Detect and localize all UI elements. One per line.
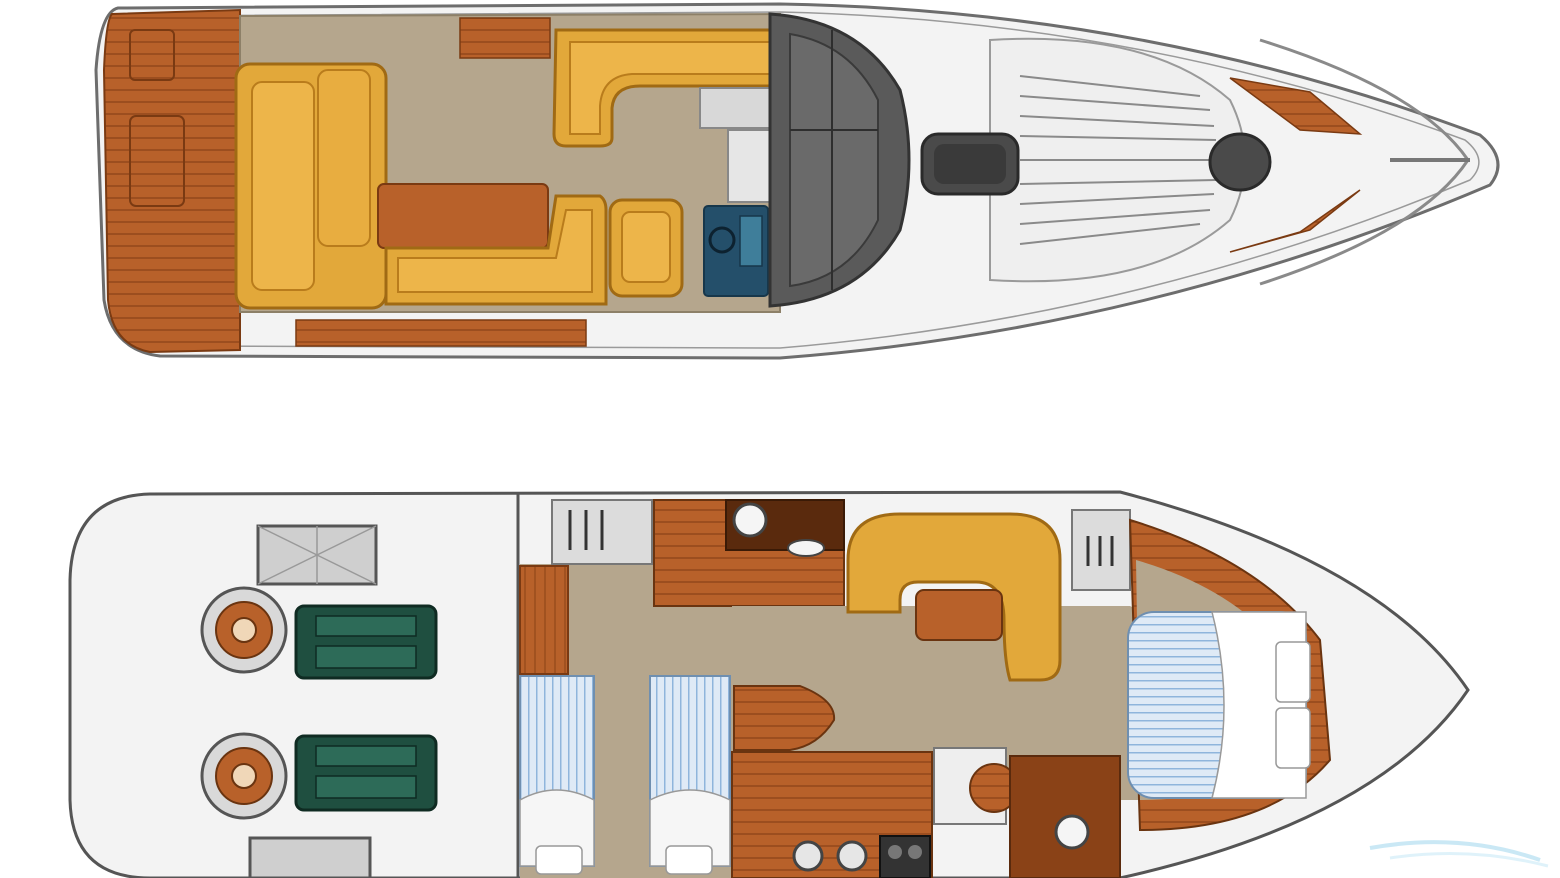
engine-starboard xyxy=(200,732,438,820)
swim-platform-hatch-small xyxy=(129,29,175,81)
watermark-logo xyxy=(1369,840,1549,868)
v-berth-duvet xyxy=(1211,611,1307,799)
pillow xyxy=(1275,641,1311,703)
pillow xyxy=(535,845,583,875)
engine-port xyxy=(200,586,438,680)
deck-rubrail xyxy=(127,11,1480,349)
cockpit-sofa-upper-cushion xyxy=(569,41,771,135)
engine-room xyxy=(200,524,438,878)
swim-platform-hatch xyxy=(129,115,185,207)
hanger-icon xyxy=(1086,536,1114,566)
swim-platform xyxy=(102,8,241,354)
deck-hatch-inner xyxy=(934,144,1006,184)
companionway-stairs xyxy=(733,685,836,751)
deck-plan-view xyxy=(94,2,1500,360)
stove-icon xyxy=(879,835,931,878)
teak-panel-side xyxy=(459,17,551,59)
aft-cabin-cabinet xyxy=(519,565,569,675)
windshield-frame xyxy=(789,32,879,288)
steering-wheel-icon xyxy=(708,226,736,254)
lower-deck-view xyxy=(68,490,1470,878)
wet-bar xyxy=(699,87,781,129)
anchor-locker-hatch xyxy=(1208,132,1272,192)
aft-sunbed-backrest xyxy=(317,69,371,247)
teak-step-lower xyxy=(295,319,587,347)
helm-seat-cushion xyxy=(621,211,671,283)
helm-instrument-panel xyxy=(739,215,763,267)
washbasin-icon xyxy=(732,502,768,538)
toilet-icon xyxy=(787,539,825,557)
pillow xyxy=(1275,707,1311,769)
engine-hatch-lower xyxy=(248,836,372,878)
bow-teak-upper xyxy=(1229,77,1363,135)
bow-teak-lower xyxy=(1229,189,1361,253)
washbasin-icon xyxy=(1054,814,1090,850)
aft-sunbed-cushion xyxy=(251,81,315,291)
cockpit-table xyxy=(377,183,549,249)
dinette-table xyxy=(915,589,1003,641)
sink-icon xyxy=(792,840,868,872)
cockpit-sofa-lower-cushion xyxy=(397,209,593,293)
hanger-icon xyxy=(568,510,604,550)
foredeck-vents xyxy=(1019,75,1217,245)
pillow xyxy=(665,845,713,875)
dinette-sofa xyxy=(846,512,1062,682)
